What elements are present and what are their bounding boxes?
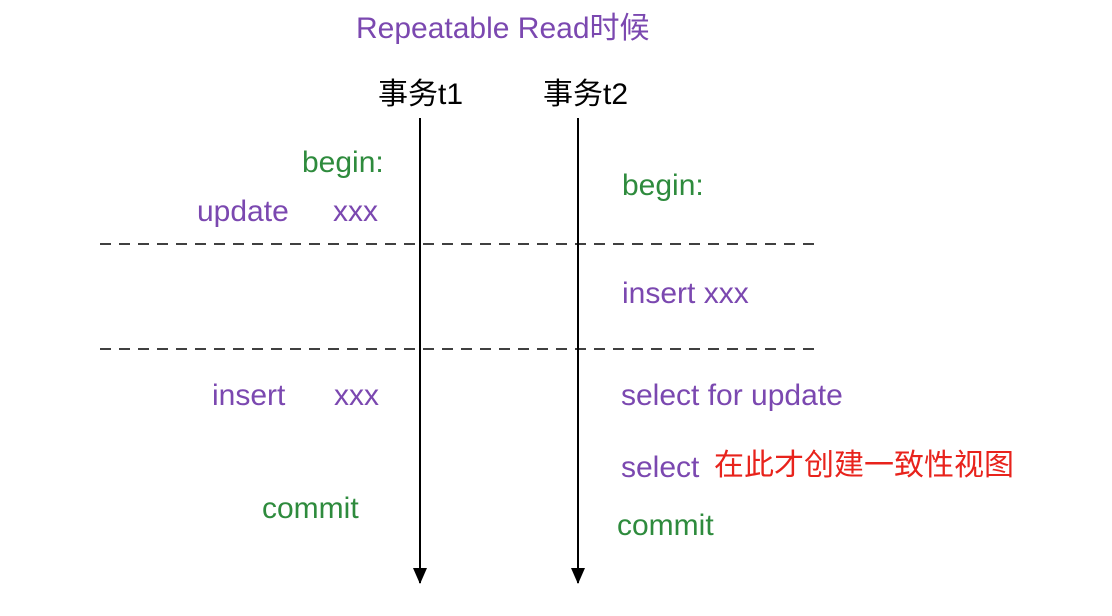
t2-select-command: select bbox=[621, 451, 700, 484]
t2-select-note: 在此才创建一致性视图 bbox=[714, 449, 1014, 482]
timeline-t2-arrowhead bbox=[571, 568, 585, 584]
t2-begin: begin: bbox=[622, 169, 704, 202]
t1-update-command: update bbox=[197, 195, 289, 228]
t1-update-argument: xxx bbox=[333, 195, 378, 228]
timeline-t1-arrowhead bbox=[413, 568, 427, 584]
t2-insert: insert xxx bbox=[622, 277, 749, 310]
t1-insert-argument: xxx bbox=[334, 379, 379, 412]
t2-commit: commit bbox=[617, 509, 714, 542]
t1-insert-command: insert bbox=[212, 379, 286, 412]
t1-commit: commit bbox=[262, 492, 359, 525]
t1-begin: begin: bbox=[302, 146, 384, 179]
diagram-title: Repeatable Read时候 bbox=[356, 12, 650, 45]
t2-select-for-update: select for update bbox=[621, 379, 843, 412]
transaction-t1-label: 事务t1 bbox=[378, 78, 464, 111]
transaction-t2-label: 事务t2 bbox=[543, 78, 629, 111]
